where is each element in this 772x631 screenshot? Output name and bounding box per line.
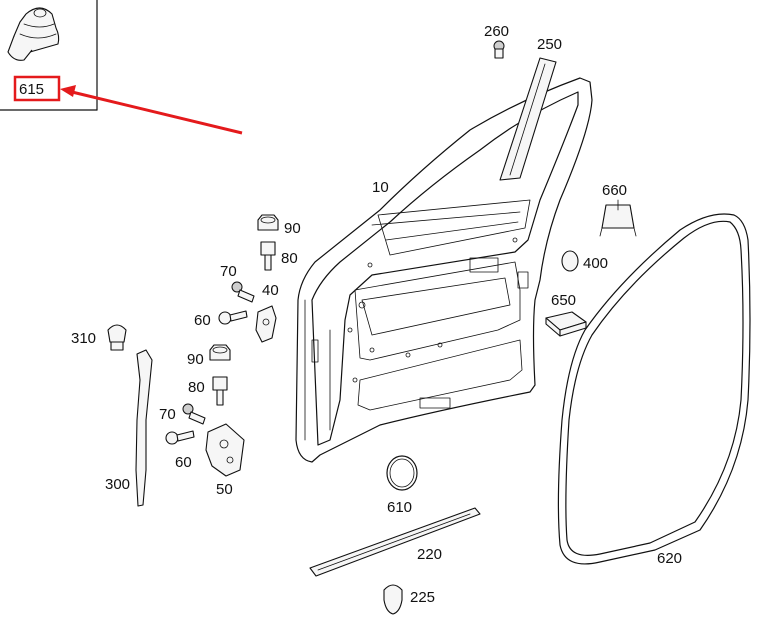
label-660: 660	[602, 182, 627, 199]
label-10: 10	[372, 179, 389, 196]
part-60-screw-a	[218, 310, 248, 325]
inset-panel: 615	[0, 0, 98, 111]
label-225: 225	[410, 589, 435, 606]
part-60-screw-b	[165, 430, 195, 445]
label-220: 220	[417, 546, 442, 563]
part-70-screw-b	[182, 403, 206, 425]
part-620-seal	[557, 213, 751, 565]
label-260: 260	[484, 23, 509, 40]
door-frame	[295, 77, 593, 463]
label-90-b: 90	[187, 351, 204, 368]
label-310: 310	[71, 330, 96, 347]
label-40: 40	[262, 282, 279, 299]
highlight-box	[13, 75, 61, 102]
part-220-strip	[309, 507, 481, 577]
label-610: 610	[387, 499, 412, 516]
grommet-boot-icon	[7, 7, 60, 61]
part-660-clip	[599, 199, 637, 237]
part-90-nut-a	[257, 214, 279, 231]
part-610-ring	[386, 455, 418, 491]
label-70-a: 70	[220, 263, 237, 280]
label-80-a: 80	[281, 250, 298, 267]
label-50: 50	[216, 481, 233, 498]
part-225-clip	[383, 584, 403, 615]
label-400: 400	[583, 255, 608, 272]
part-400-plug	[561, 250, 579, 272]
part-90-nut-b	[209, 344, 231, 361]
label-620: 620	[657, 550, 682, 567]
label-90-a: 90	[284, 220, 301, 237]
part-260-screw	[493, 40, 505, 59]
part-40-hinge	[255, 305, 277, 343]
part-80-bolt-b	[212, 376, 228, 406]
part-300-strip	[135, 349, 153, 507]
part-650-bracket	[545, 311, 587, 337]
part-310-clip	[107, 324, 127, 351]
label-60-a: 60	[194, 312, 211, 329]
part-250-channel	[499, 57, 557, 181]
label-70-b: 70	[159, 406, 176, 423]
label-60-b: 60	[175, 454, 192, 471]
inset-part-label: 615	[19, 81, 44, 98]
label-650: 650	[551, 292, 576, 309]
part-50-hinge	[205, 423, 245, 477]
label-300: 300	[105, 476, 130, 493]
part-80-bolt-a	[260, 241, 276, 271]
highlight-arrow	[60, 85, 243, 135]
label-80-b: 80	[188, 379, 205, 396]
part-70-screw-a	[231, 281, 255, 303]
label-250: 250	[537, 36, 562, 53]
